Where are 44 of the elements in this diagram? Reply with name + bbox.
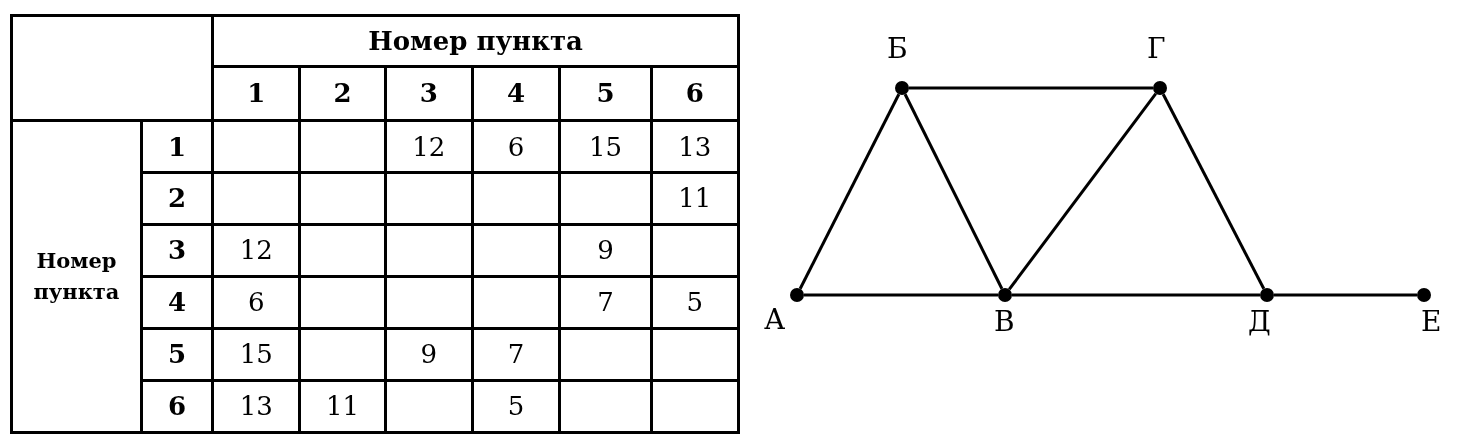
graph-edge (909, 86, 1153, 90)
row-header: 4 (167, 287, 187, 318)
row-header: Номер пункта (32, 247, 121, 306)
cell-value: 11 (678, 183, 712, 214)
column-header: 3 (419, 78, 438, 109)
column-header: 6 (685, 78, 704, 109)
cell-value: 12 (239, 235, 273, 266)
cell-value: 5 (686, 287, 704, 318)
row-header: 3 (167, 235, 187, 266)
cell-value: 7 (507, 339, 525, 370)
cell-value: 15 (588, 131, 622, 162)
column-header: 5 (596, 78, 615, 109)
graph-edge (1161, 93, 1266, 290)
cell-value: 12 (412, 131, 446, 162)
column-header: Номер пункта (368, 25, 583, 56)
cell-value: 13 (678, 131, 712, 162)
cell-value: 9 (420, 339, 438, 370)
vertex-label: Д (1248, 308, 1271, 336)
graph-edge (903, 93, 1004, 290)
vertex-label: В (994, 308, 1015, 336)
vertex-label: Е (1421, 308, 1442, 336)
cell-value: 9 (597, 235, 614, 266)
vertex-label: Б (887, 35, 908, 63)
cell-value: 15 (239, 339, 273, 370)
graph-edge (798, 93, 901, 290)
graph-edge (1012, 293, 1260, 297)
vertex-label: А (764, 306, 786, 334)
cell-value: 11 (325, 391, 359, 422)
row-header: 2 (167, 183, 187, 214)
column-header: 2 (333, 78, 352, 109)
vertex-label: Г (1147, 35, 1166, 63)
row-header: 1 (167, 131, 187, 162)
cell-value: 7 (597, 287, 614, 318)
row-header: 6 (167, 391, 187, 422)
graph-edge (1274, 293, 1417, 297)
graph-edge (804, 293, 998, 297)
cell-value: 13 (239, 391, 273, 422)
cell-value: 6 (247, 287, 265, 318)
column-header: 4 (507, 78, 526, 109)
cell-value: 6 (507, 131, 525, 162)
column-header: 1 (247, 78, 266, 109)
cell-value: 5 (507, 391, 525, 422)
row-header: 5 (167, 339, 187, 370)
graph-edge (1008, 92, 1157, 291)
